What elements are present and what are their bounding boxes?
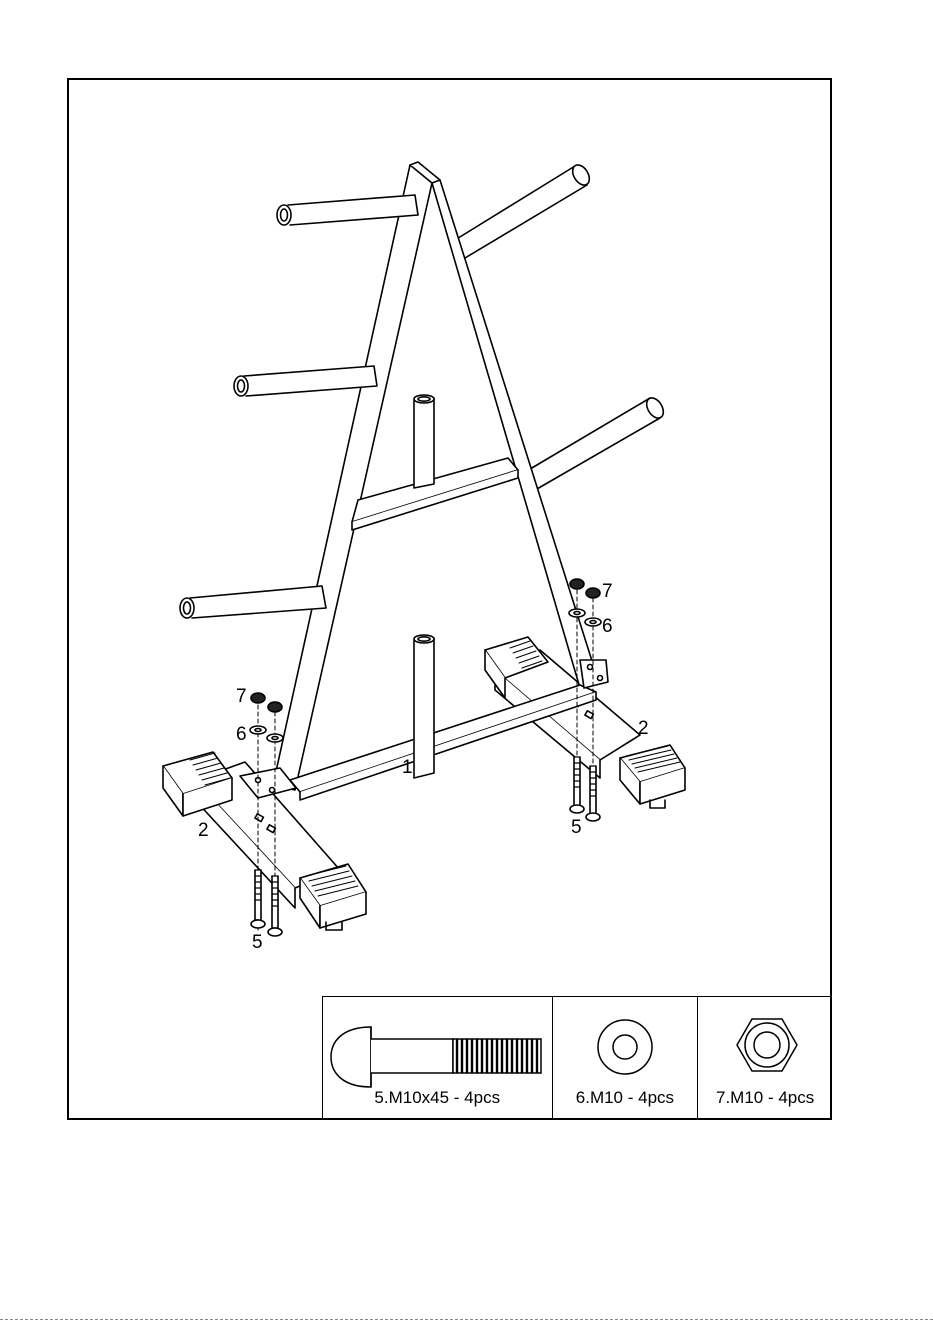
callout-washer-right: 6 (602, 616, 613, 637)
callout-bolt-left: 5 (252, 932, 263, 953)
callout-nut-right: 7 (602, 581, 613, 602)
callout-frame: 1 (402, 757, 413, 778)
front-peg-lower (180, 586, 326, 618)
part-cell-bolt: 5.M10x45 - 4pcs (323, 997, 552, 1120)
callout-bolt-right: 5 (571, 817, 582, 838)
callout-base-left: 2 (198, 820, 209, 841)
upper-post (414, 395, 434, 488)
part-label-nut: 7.M10 - 4pcs (698, 1088, 832, 1108)
page-edge-rule (0, 1319, 933, 1320)
callout-nut-left: 7 (236, 686, 247, 707)
parts-list: 5.M10x45 - 4pcs 6.M10 - 4pcs 7.M10 - 4pc… (322, 996, 832, 1120)
rear-peg-upper (455, 162, 593, 258)
callout-base-right: 2 (638, 718, 649, 739)
front-peg-middle (234, 366, 377, 396)
callout-washer-left: 6 (236, 724, 247, 745)
lower-post (414, 635, 434, 778)
part-cell-washer: 6.M10 - 4pcs (552, 997, 698, 1120)
part-label-washer: 6.M10 - 4pcs (553, 1088, 698, 1108)
part-cell-nut: 7.M10 - 4pcs (697, 997, 832, 1120)
rear-peg-lower (520, 395, 667, 493)
part-label-bolt: 5.M10x45 - 4pcs (323, 1088, 552, 1108)
front-peg-upper (277, 195, 418, 225)
